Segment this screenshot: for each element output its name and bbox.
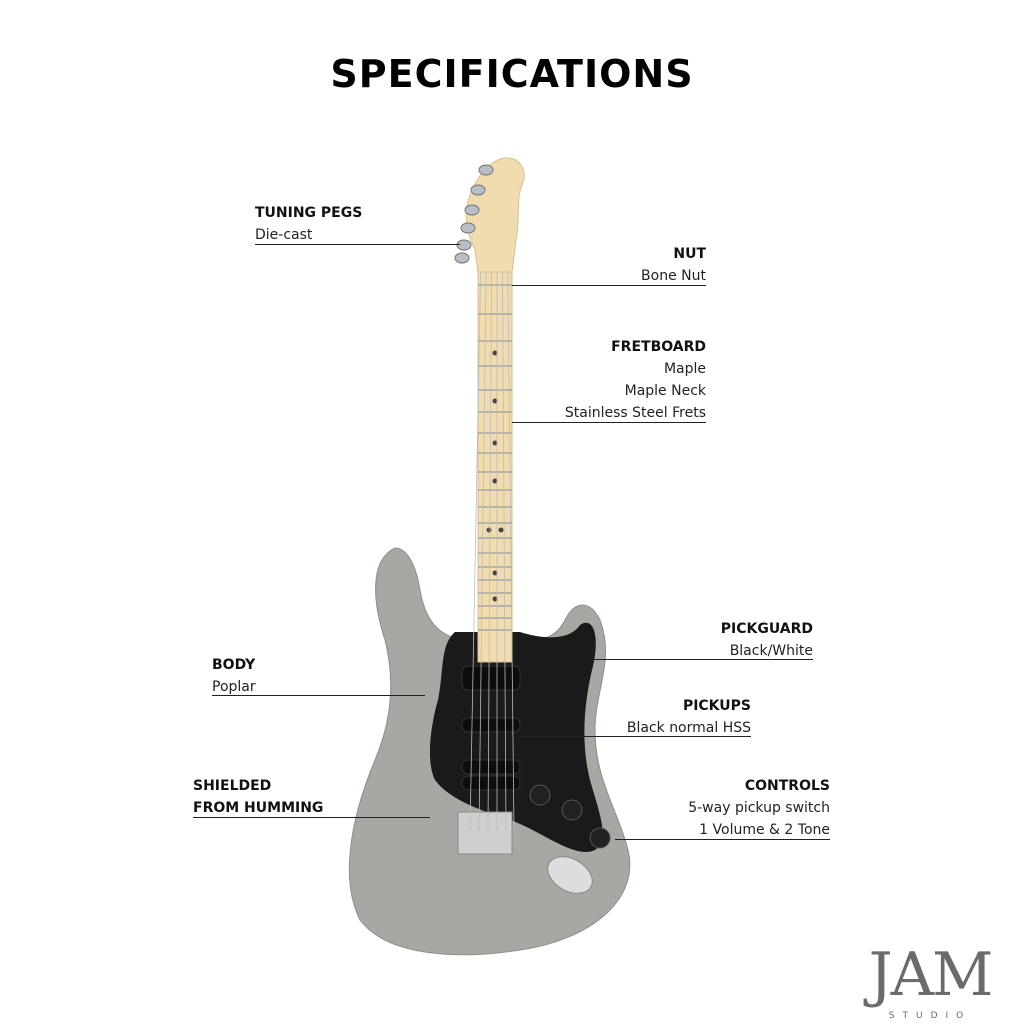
spec-value: Poplar xyxy=(212,679,256,695)
spec-heading: PICKGUARD xyxy=(720,621,813,637)
spec-heading: SHIELDED xyxy=(193,778,272,794)
spec-value: Bone Nut xyxy=(641,268,706,284)
output-jack xyxy=(547,856,593,894)
frets xyxy=(478,284,512,631)
leader-line xyxy=(590,659,813,660)
spec-tuning-pegs: TUNING PEGS Die-cast xyxy=(255,202,362,246)
tone-knob xyxy=(561,799,583,821)
spec-shielded: SHIELDED FROM HUMMING xyxy=(193,775,323,819)
middle-pickup xyxy=(461,717,521,733)
logo-sub: STUDIO xyxy=(888,1011,972,1021)
leader-line xyxy=(512,285,706,286)
bridge xyxy=(457,811,513,855)
leader-line xyxy=(212,695,425,696)
leader-line xyxy=(615,839,830,840)
logo-main: JAM xyxy=(868,940,994,1010)
spec-value: 1 Volume & 2 Tone xyxy=(699,822,830,838)
tone-knob xyxy=(589,827,611,849)
spec-value: Stainless Steel Frets xyxy=(564,405,706,421)
spec-pickups: PICKUPS Black normal HSS xyxy=(627,695,751,739)
page-title: SPECIFICATIONS xyxy=(330,52,694,96)
spec-controls: CONTROLS 5-way pickup switch 1 Volume & … xyxy=(688,775,830,841)
spec-nut: NUT Bone Nut xyxy=(641,243,706,287)
spec-heading: FRETBOARD xyxy=(611,339,706,355)
spec-value: Maple Neck xyxy=(624,383,706,399)
spec-heading: FROM HUMMING xyxy=(193,800,324,816)
leader-line xyxy=(193,817,430,818)
spec-heading: TUNING PEGS xyxy=(255,205,363,221)
leader-line xyxy=(520,736,751,737)
spec-heading: NUT xyxy=(673,246,706,262)
spec-heading: BODY xyxy=(212,657,256,673)
spec-value: Die-cast xyxy=(255,227,313,243)
spec-heading: PICKUPS xyxy=(682,698,751,714)
spec-value: 5-way pickup switch xyxy=(688,800,830,816)
leader-line xyxy=(255,244,460,245)
bridge-pickup xyxy=(461,759,521,775)
spec-pickguard: PICKGUARD Black/White xyxy=(721,618,813,662)
strings xyxy=(469,199,515,831)
tuning-pegs xyxy=(454,164,494,264)
spec-value: Maple xyxy=(663,361,706,377)
neck xyxy=(477,271,513,663)
spec-fretboard: FRETBOARD Maple Maple Neck Stainless Ste… xyxy=(565,336,706,424)
jam-studio-logo: JAM STUDIO xyxy=(855,944,1005,1022)
leader-line xyxy=(512,422,706,423)
spec-value: Black/White xyxy=(729,643,813,659)
spec-body: BODY Poplar xyxy=(212,654,256,698)
neck-pickup xyxy=(461,665,521,691)
volume-knob xyxy=(529,784,551,806)
spec-value: Black normal HSS xyxy=(626,720,751,736)
spec-heading: CONTROLS xyxy=(744,778,830,794)
